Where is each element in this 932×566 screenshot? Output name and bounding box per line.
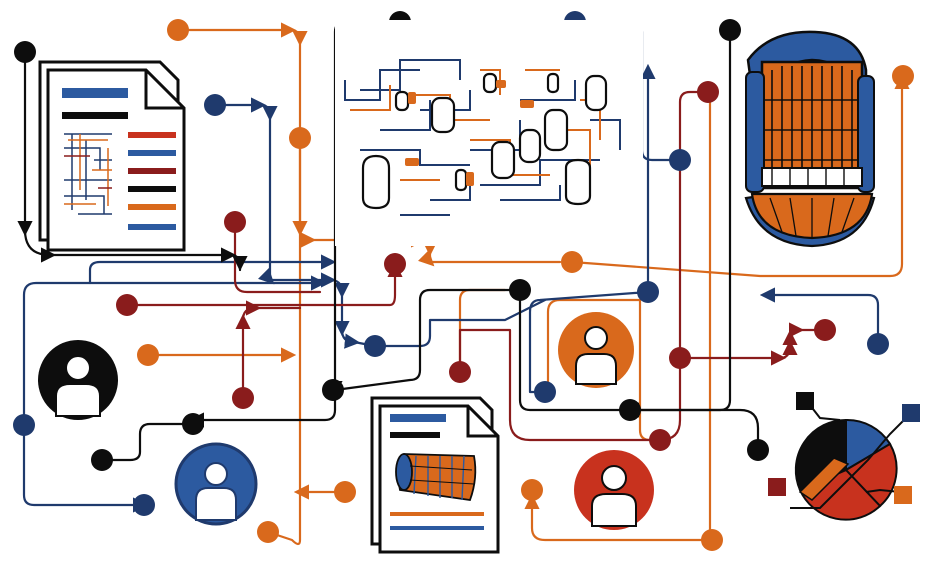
node-maroon xyxy=(814,319,836,341)
node-navy xyxy=(669,149,691,171)
connector-maroon xyxy=(233,220,322,294)
node-navy xyxy=(364,335,386,357)
nodes xyxy=(13,11,914,551)
node-maroon xyxy=(116,294,138,316)
node-orange xyxy=(334,481,356,503)
node-orange xyxy=(701,529,723,551)
connector-maroon xyxy=(672,90,710,367)
process-schematic-icon xyxy=(335,20,643,246)
connector-black xyxy=(333,288,522,392)
node-black xyxy=(91,449,113,471)
node-orange xyxy=(561,251,583,273)
node-maroon xyxy=(232,387,254,409)
pie-chart-icon xyxy=(768,392,920,521)
node-black xyxy=(182,413,204,435)
document-icon xyxy=(38,60,186,252)
node-black xyxy=(747,439,769,461)
user-icon xyxy=(38,340,118,420)
node-orange xyxy=(521,479,543,501)
node-black xyxy=(719,19,741,41)
node-black xyxy=(509,279,531,301)
connector-maroon xyxy=(458,328,662,442)
connector-maroon xyxy=(125,261,403,307)
connector-maroon xyxy=(235,300,302,400)
connector-navy xyxy=(22,275,327,427)
connector-navy xyxy=(528,290,650,394)
node-navy xyxy=(204,94,226,116)
node-orange xyxy=(167,19,189,41)
report-icon xyxy=(370,396,500,554)
connector-black xyxy=(188,388,337,428)
node-navy xyxy=(133,494,155,516)
connector-orange xyxy=(266,136,302,546)
node-orange xyxy=(289,127,311,149)
node-maroon xyxy=(669,347,691,369)
node-maroon xyxy=(697,81,719,103)
node-navy xyxy=(534,381,556,403)
connector-black xyxy=(518,288,632,412)
cylinder-thumbnail xyxy=(395,453,477,501)
node-orange xyxy=(137,344,159,366)
connector-black xyxy=(100,422,197,462)
node-navy xyxy=(637,281,659,303)
connector-orange xyxy=(524,493,712,542)
connector-orange xyxy=(570,73,910,278)
node-black xyxy=(619,399,641,421)
node-maroon xyxy=(224,211,246,233)
connector-black xyxy=(17,50,248,272)
user-icon xyxy=(558,312,634,388)
reactor-core-icon xyxy=(744,30,876,248)
node-orange xyxy=(257,521,279,543)
node-orange xyxy=(892,65,914,87)
node-black xyxy=(322,379,344,401)
connector-maroon xyxy=(658,356,682,442)
node-maroon xyxy=(449,361,471,383)
vessel-group xyxy=(361,72,608,210)
connector-maroon xyxy=(678,322,827,366)
node-navy xyxy=(867,333,889,355)
connector-black xyxy=(628,408,760,452)
node-black xyxy=(14,41,36,63)
connector-navy xyxy=(759,287,880,346)
user-icon xyxy=(574,450,654,530)
node-maroon xyxy=(649,429,671,451)
user-icon xyxy=(174,442,258,526)
circuit-thumbnail xyxy=(64,133,112,215)
node-maroon xyxy=(384,253,406,275)
connector-navy xyxy=(22,423,149,513)
node-navy xyxy=(13,414,35,436)
connector-navy xyxy=(213,97,377,349)
